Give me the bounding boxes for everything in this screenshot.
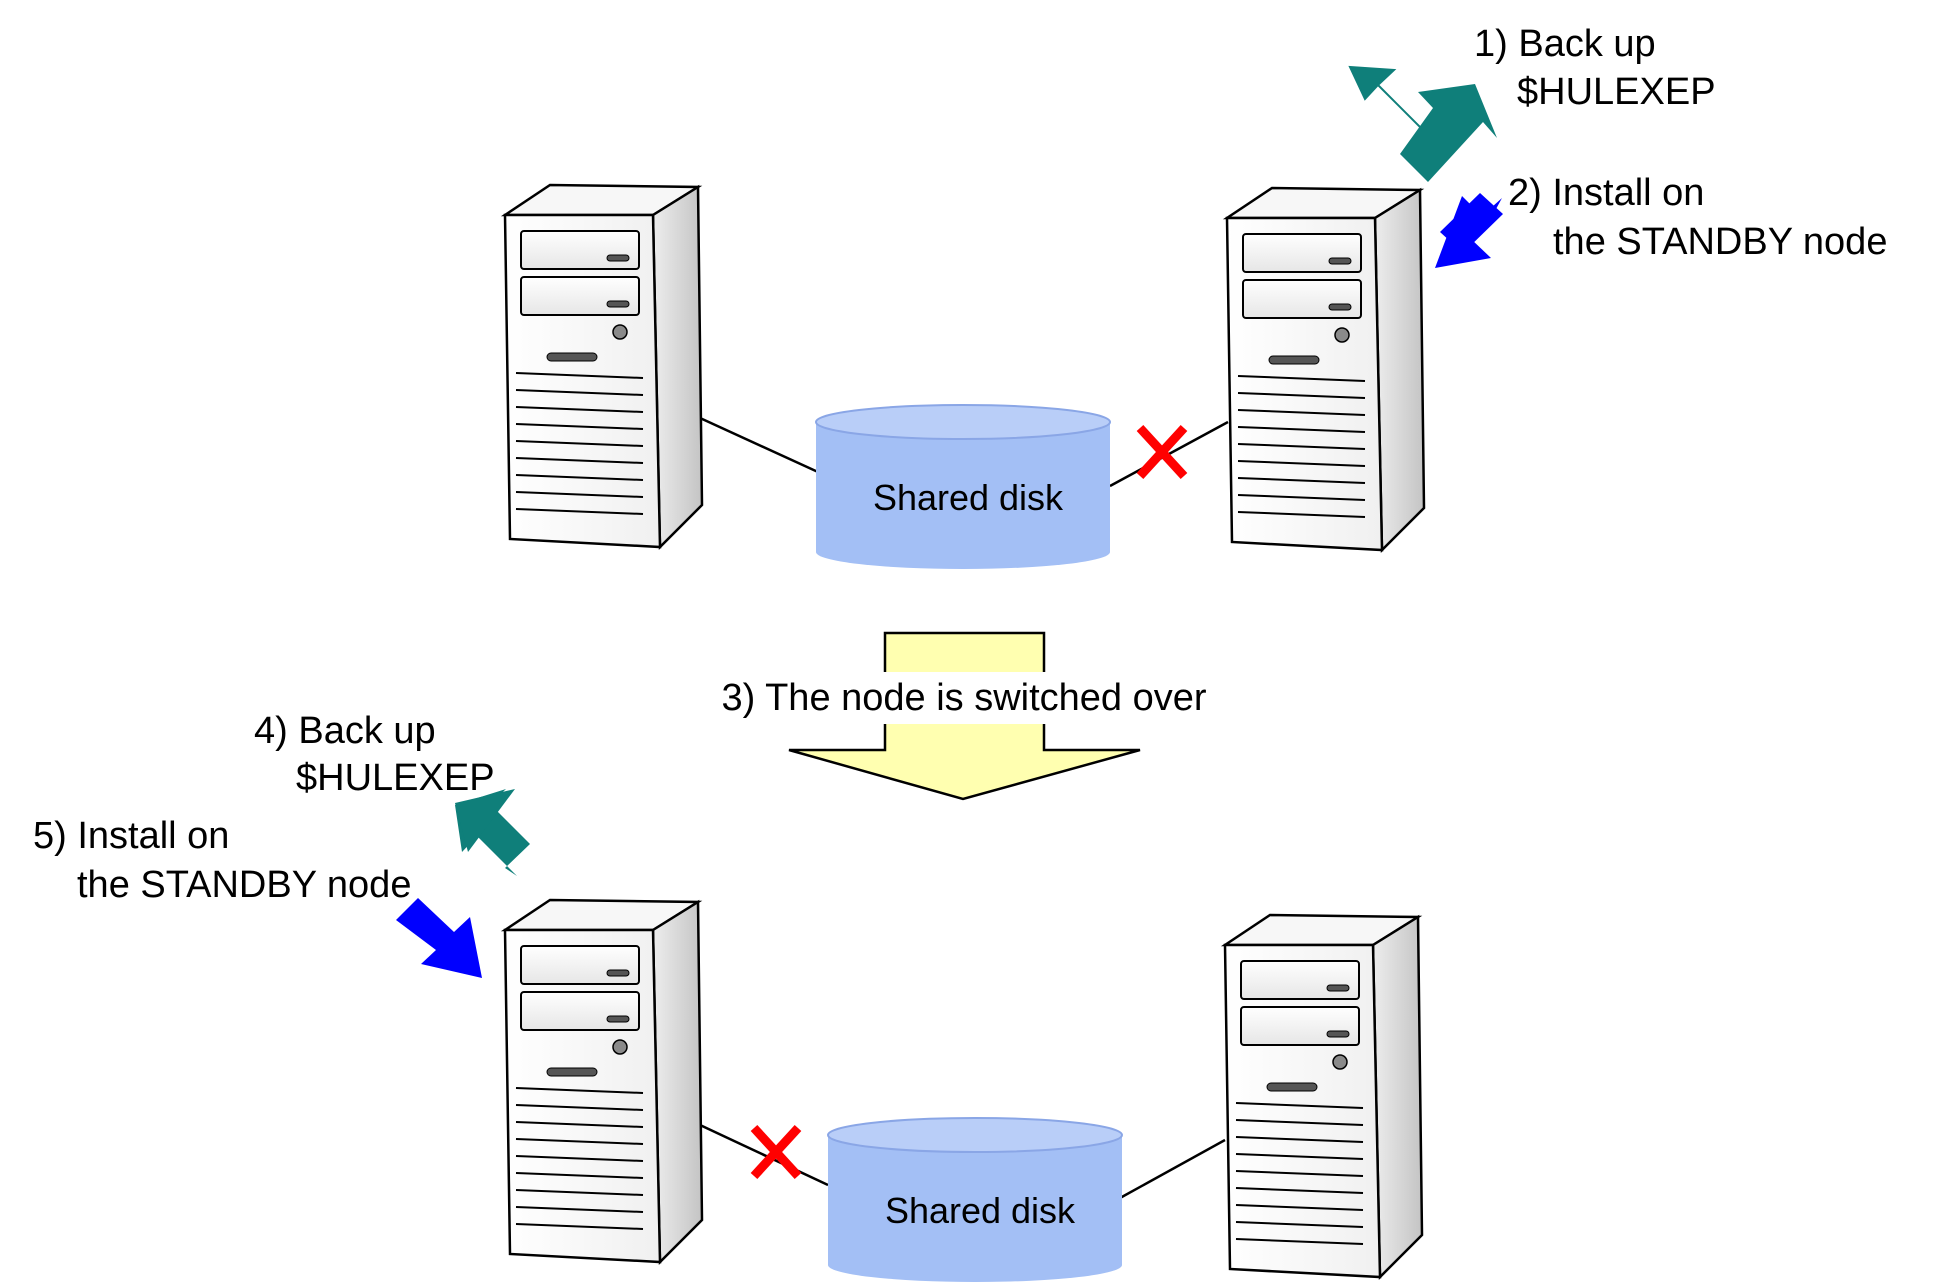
- top-right-server-icon: [1225, 186, 1426, 552]
- switchover-label-background: [692, 672, 1236, 724]
- step1-label: 1) Back up $HULEXEP: [1474, 23, 1716, 113]
- top-disconnect-x-icon: [1140, 428, 1184, 476]
- step1-label-line1: 1) Back up: [1474, 23, 1656, 65]
- step5-install-arrow-icon: [396, 898, 482, 978]
- step2-label-line1: 2) Install on: [1508, 172, 1704, 214]
- step1-label-line2: $HULEXEP: [1517, 71, 1716, 113]
- step5-label-line1: 5) Install on: [33, 815, 229, 857]
- step5-label-line2: the STANDBY node: [77, 864, 411, 906]
- step2-label-line2: the STANDBY node: [1553, 221, 1887, 263]
- top-shared-disk: Shared disk: [815, 404, 1111, 570]
- step1-backup-arrow-icon-body: [1400, 84, 1497, 182]
- bottom-shared-disk-label: Shared disk: [885, 1190, 1076, 1231]
- bottom-shared-disk: Shared disk: [827, 1117, 1123, 1283]
- step2-install-arrow-icon-body: [1440, 193, 1503, 253]
- step1-backup-arrow-icon: [1348, 65, 1438, 166]
- bottom-right-server-icon: [1223, 913, 1424, 1279]
- step4-label-line2: $HULEXEP: [296, 757, 495, 799]
- top-left-server-icon: [503, 183, 704, 549]
- step4-label: 4) Back up $HULEXEP: [254, 710, 495, 799]
- step2-label: 2) Install on the STANDBY node: [1508, 172, 1887, 263]
- step3-label: 3) The node is switched over: [721, 677, 1206, 719]
- bottom-disconnect-x-icon: [754, 1128, 798, 1176]
- step4-backup-arrow-icon-head: [455, 789, 515, 852]
- bottom-left-server-icon: [503, 898, 704, 1264]
- top-shared-disk-label: Shared disk: [873, 477, 1064, 518]
- step4-label-line1: 4) Back up: [254, 710, 436, 752]
- bottom-connection-cables: [699, 1123, 1226, 1200]
- step5-label: 5) Install on the STANDBY node: [33, 815, 411, 906]
